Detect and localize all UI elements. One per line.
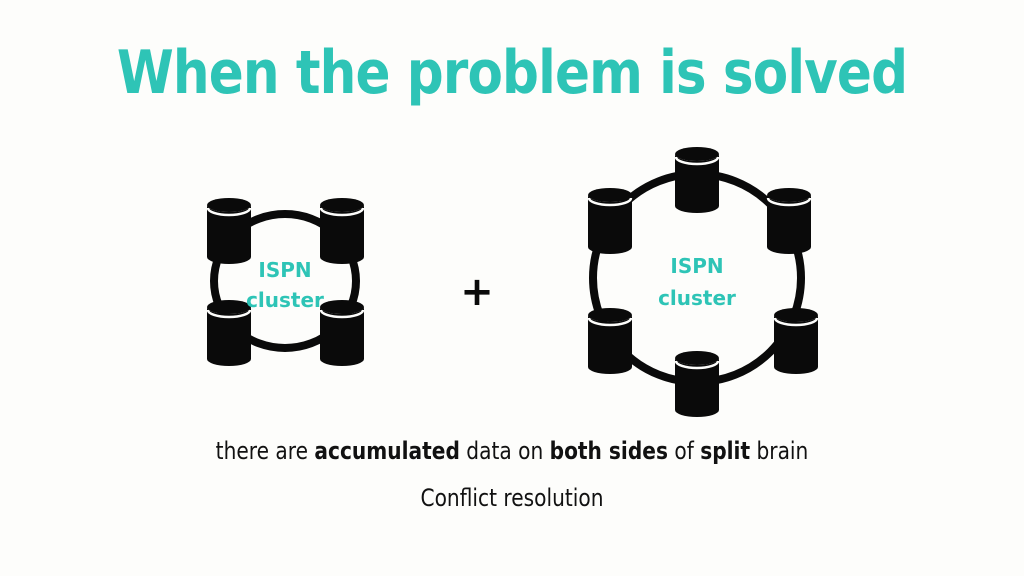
database-cylinder-icon [773,308,819,374]
caption-bold-both-sides: both sides [549,437,668,465]
caption-text-3: of [667,437,701,465]
right-cluster: ISPN cluster [587,147,819,417]
database-cylinder-icon [319,198,365,264]
database-cylinder-icon [206,198,252,264]
left-cluster-nodes [206,198,365,366]
database-cylinder-icon [206,300,252,366]
database-cylinder-icon [587,308,633,374]
caption-text-1: there are [215,437,315,465]
right-cluster-label-line1: ISPN [670,254,723,278]
left-cluster: ISPN cluster [206,198,365,366]
database-cylinder-icon [587,188,633,254]
caption-text-4: brain [750,437,809,465]
caption-line-1: there are accumulated data on both sides… [82,437,942,465]
database-cylinder-icon [674,351,720,417]
database-cylinder-icon [319,300,365,366]
plus-operator: + [460,269,494,315]
page-title: When the problem is solved [116,38,908,108]
caption-bold-accumulated: accumulated [314,437,460,465]
caption-bold-split: split [700,437,751,465]
caption-conflict-resolution: Conflict resolution [420,484,604,512]
database-cylinder-icon [766,188,812,254]
right-cluster-label-line2: cluster [658,286,736,310]
database-cylinder-icon [674,147,720,213]
right-cluster-nodes [587,147,819,417]
left-cluster-label-line1: ISPN [258,258,311,282]
caption-text-2: data on [459,437,550,465]
left-cluster-label-line2: cluster [246,288,324,312]
left-cluster-ring [210,210,360,352]
